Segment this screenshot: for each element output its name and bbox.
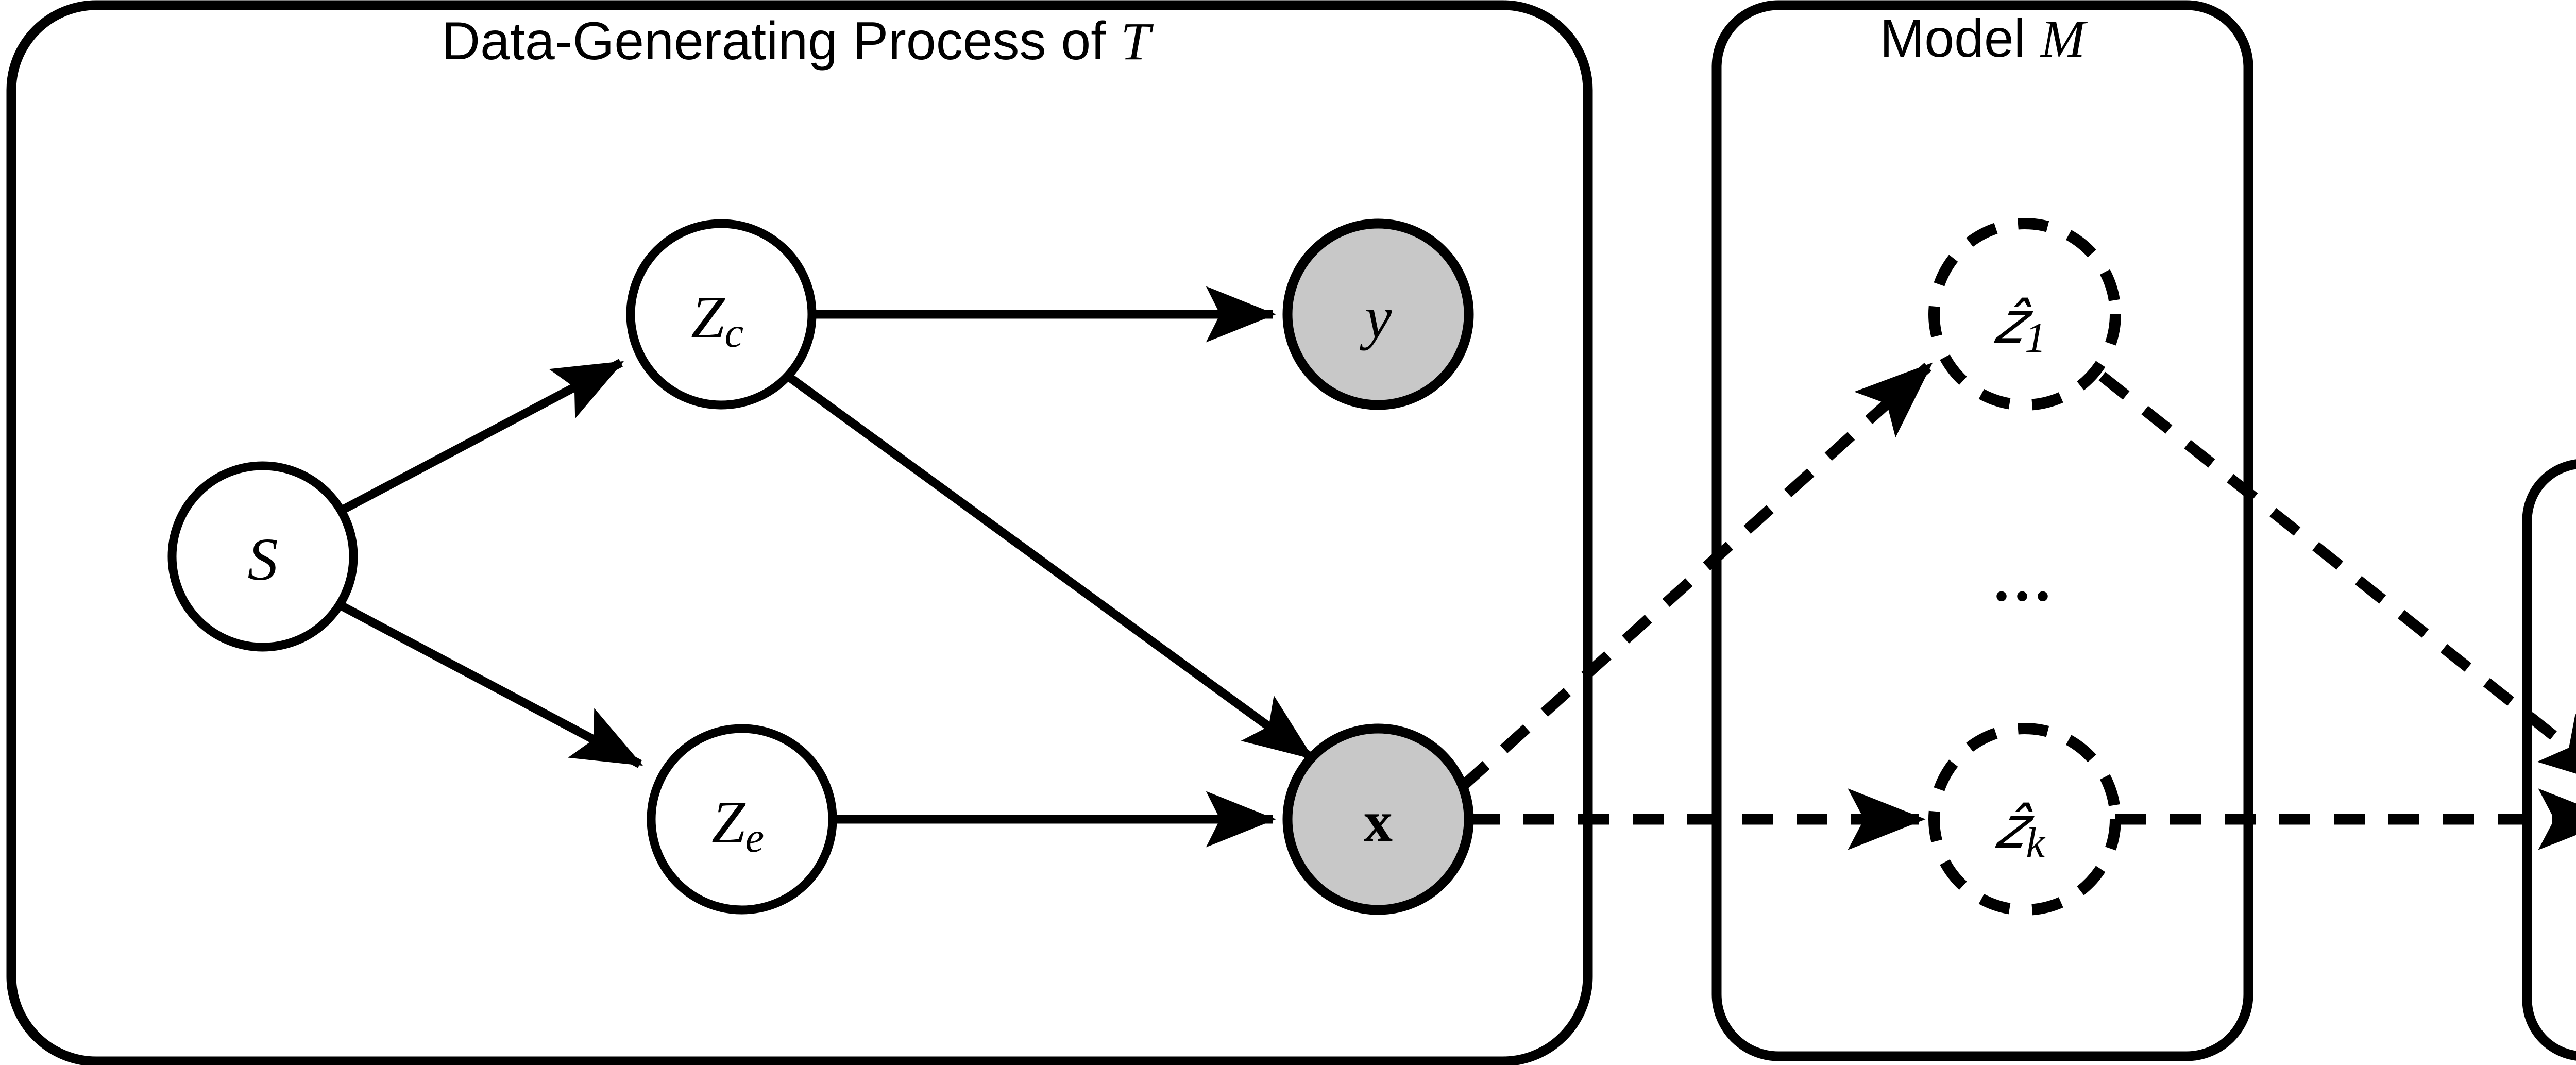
node-zk-circle: [1928, 723, 2121, 916]
edge-S-to-Zc: [339, 359, 624, 515]
node-z1[interactable]: 𝑧̂1: [1928, 218, 2121, 411]
node-Ze-circle: [647, 724, 837, 915]
node-S[interactable]: S: [167, 461, 358, 652]
node-y-label: y: [1360, 283, 1392, 351]
panel-model-frame: [1711, 0, 2253, 1061]
node-S-label: S: [248, 526, 278, 593]
edge-Zc-to-x: [784, 372, 1314, 761]
node-x[interactable]: x: [1282, 723, 1474, 915]
node-y-circle: [1282, 218, 1474, 410]
solid-edges: [339, 286, 1314, 848]
panel-dgp-title: Data-Generating Process of T: [442, 11, 1154, 71]
edge-x-to-z1: [1459, 362, 1933, 790]
panel-dgp-frame: [6, 0, 1593, 1065]
panel-prediction-frame: [2522, 459, 2576, 1061]
node-S-circle: [167, 461, 358, 652]
node-z1-circle: [1928, 218, 2121, 411]
node-Zc-label: Zc: [691, 283, 743, 357]
latent-ellipsis: ...: [1994, 546, 2056, 614]
edge-z1-to-yhat: [2098, 371, 2576, 786]
node-zk[interactable]: 𝑧̂k: [1928, 723, 2121, 916]
panel-titles: Data-Generating Process of T Model M Pre…: [442, 9, 2088, 71]
dashed-edges: [1459, 362, 2576, 850]
node-Zc-circle: [626, 219, 817, 410]
node-Ze-label: Ze: [711, 788, 764, 861]
node-x-label: x: [1364, 790, 1393, 854]
node-y[interactable]: y: [1282, 218, 1474, 410]
node-Zc[interactable]: Zc: [626, 219, 817, 410]
panel-model-title: Model M: [1880, 9, 2088, 69]
node-Ze[interactable]: Ze: [647, 724, 837, 915]
node-x-circle: [1282, 723, 1474, 915]
panel-frames: [6, 0, 2576, 1065]
edge-S-to-Ze: [341, 602, 643, 768]
